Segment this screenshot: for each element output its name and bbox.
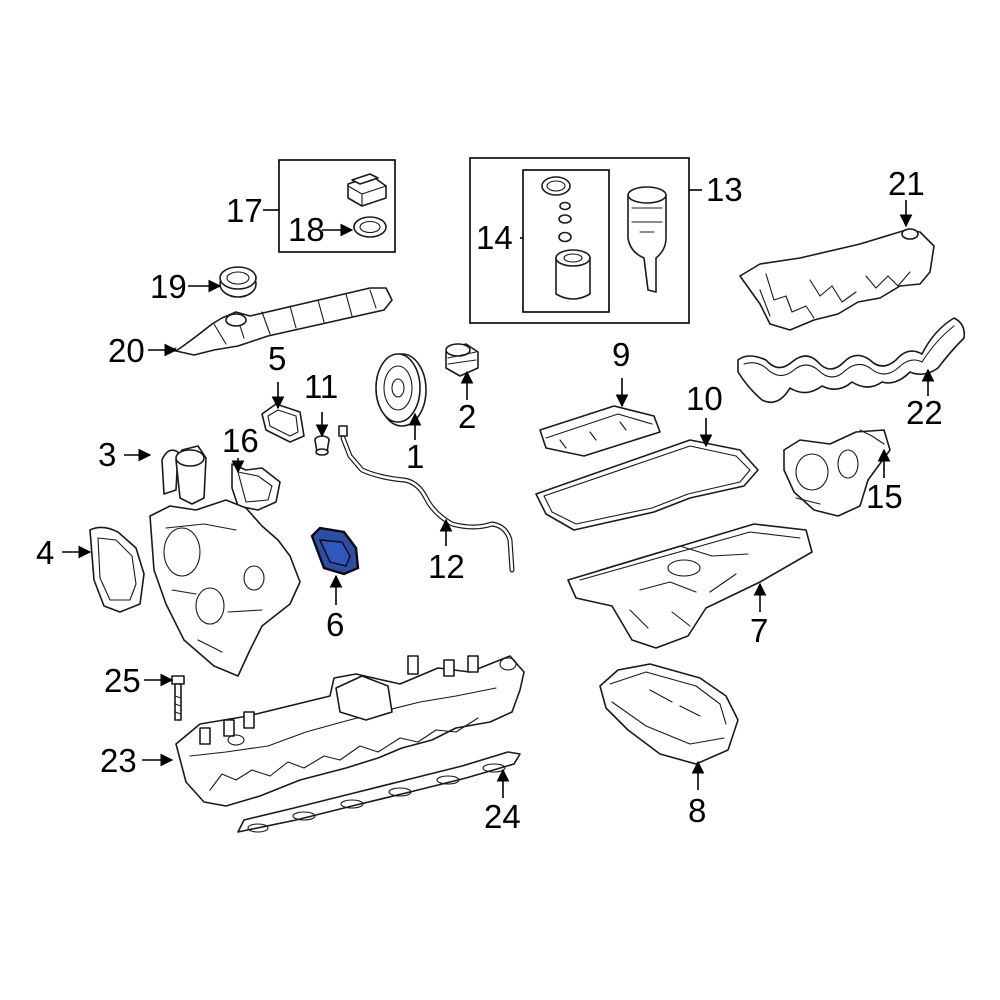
callout-22: 22	[906, 394, 943, 431]
dipstick-tube	[338, 425, 515, 573]
box-14	[522, 169, 610, 313]
callout-18: 18	[288, 211, 325, 248]
oil-pan-gasket	[535, 439, 759, 531]
callout-24: 24	[484, 798, 521, 835]
callout-5: 5	[268, 340, 286, 377]
callout-8: 8	[688, 792, 706, 829]
gasket-5	[261, 403, 305, 443]
callout-23: 23	[100, 742, 137, 779]
callout-1: 1	[406, 438, 424, 475]
valve-cover-left	[165, 287, 393, 356]
valve-cover-gasket	[737, 317, 966, 404]
intake-manifold-gasket	[237, 751, 521, 833]
highlighted-gasket-6[interactable]	[310, 526, 360, 576]
callout-14: 14	[476, 219, 513, 256]
callout-12: 12	[428, 548, 465, 585]
callout-20: 20	[108, 332, 145, 369]
callout-9: 9	[612, 336, 630, 373]
drain-plug-11	[314, 435, 330, 456]
callout-17: 17	[226, 192, 263, 229]
callout-19: 19	[150, 268, 187, 305]
cover-plate-9	[539, 405, 661, 457]
callout-15: 15	[866, 478, 903, 515]
oil-filter-kit	[541, 176, 591, 300]
oil-cap-seal	[353, 216, 387, 238]
callout-25: 25	[104, 662, 141, 699]
callout-16: 16	[222, 422, 259, 459]
callout-6[interactable]: 6	[326, 606, 344, 643]
grommet	[445, 343, 479, 377]
upper-oil-pan	[567, 523, 813, 649]
bolt	[171, 675, 185, 721]
callout-21: 21	[888, 165, 925, 202]
callout-11: 11	[304, 368, 338, 405]
timing-cover-gasket	[89, 526, 145, 613]
callout-13: 13	[706, 171, 743, 208]
gasket-16	[231, 463, 281, 511]
lower-oil-pan	[599, 663, 739, 765]
timing-cover	[149, 445, 301, 677]
box-17	[278, 159, 396, 253]
oil-filter-housing	[627, 186, 667, 293]
callout-2: 2	[458, 398, 476, 435]
hose-coupling	[219, 266, 257, 298]
callout-3: 3	[98, 436, 116, 473]
leader-lines	[62, 189, 935, 798]
intake-manifold	[175, 655, 525, 807]
callout-4: 4	[36, 534, 54, 571]
box-13	[469, 157, 690, 324]
callout-10: 10	[686, 380, 723, 417]
oil-pump	[783, 429, 891, 517]
oil-filler-cap	[347, 173, 387, 207]
valve-cover-right	[739, 228, 935, 331]
callout-7: 7	[750, 612, 768, 649]
crankshaft-pulley	[375, 353, 427, 427]
